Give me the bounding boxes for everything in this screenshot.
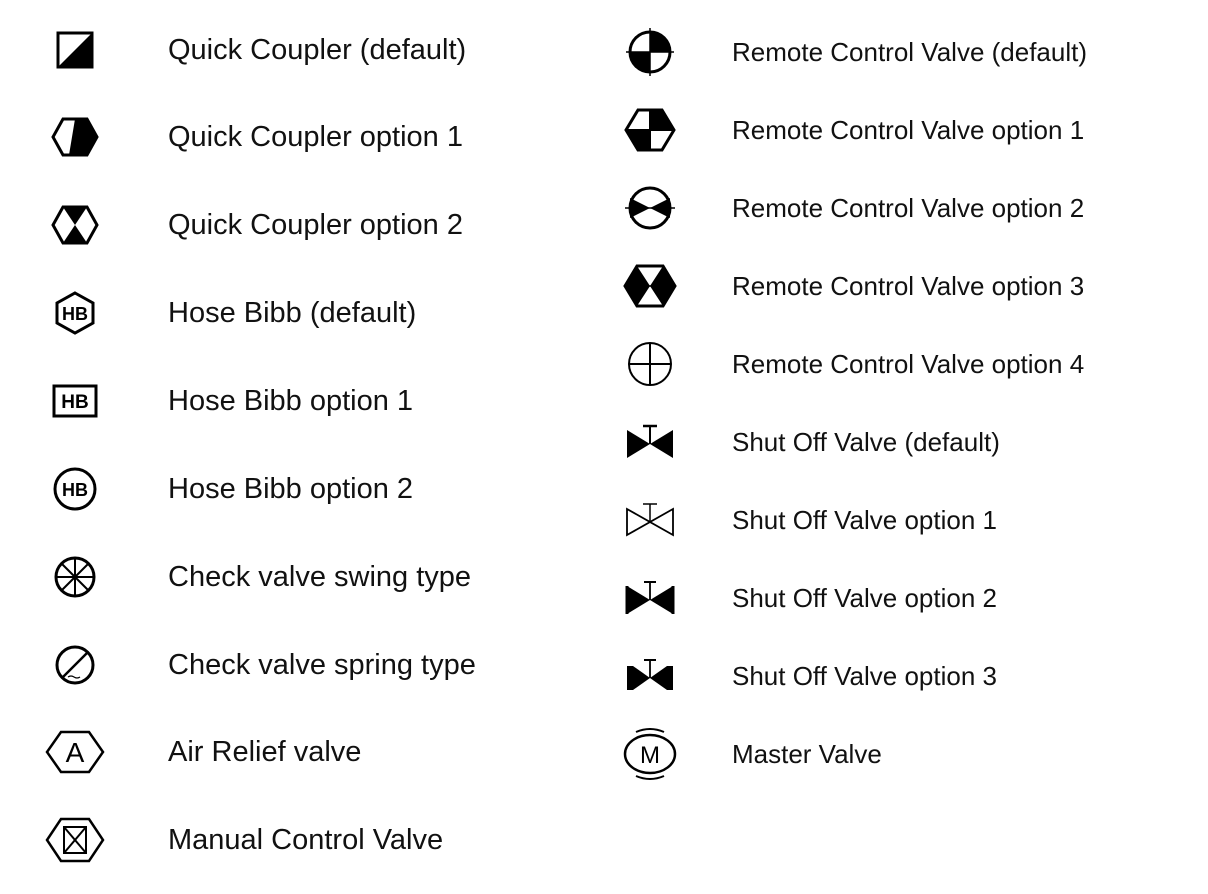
legend-label: Shut Off Valve option 2 [732, 583, 997, 613]
legend-label: Remote Control Valve (default) [732, 37, 1088, 67]
legend-label: Shut Off Valve (default) [732, 427, 1000, 457]
hose-bibb-default-icon: HB [45, 283, 105, 343]
legend-label: Check valve spring type [168, 649, 476, 681]
hose-bibb-text: HB [61, 392, 88, 413]
quick-coupler-option-1-icon [45, 107, 105, 167]
legend-row: Check valve swing type [0, 547, 600, 607]
legend-label: Remote Control Valve option 1 [732, 115, 1085, 145]
quick-coupler-default-icon [45, 20, 105, 80]
shut-off-valve-option-1-icon [620, 490, 680, 550]
legend-label: Hose Bibb (default) [168, 297, 417, 329]
legend-row: Remote Control Valve option 2 [600, 178, 1208, 238]
legend-label: Master Valve [732, 739, 882, 769]
legend-label: Remote Control Valve option 2 [732, 193, 1085, 223]
legend-row: A Air Relief valve [0, 722, 600, 782]
remote-control-valve-option-3-icon [620, 256, 680, 316]
legend-label: Check valve swing type [168, 561, 472, 593]
hose-bibb-text: HB [62, 480, 88, 500]
master-valve-icon: M [620, 724, 680, 784]
legend-row: M Master Valve [600, 724, 1208, 784]
legend-label: Remote Control Valve option 3 [732, 271, 1085, 301]
master-valve-text: M [640, 742, 660, 769]
legend-row: Remote Control Valve option 1 [600, 100, 1208, 160]
shut-off-valve-option-2-icon [620, 568, 680, 628]
legend-label: Shut Off Valve option 1 [732, 505, 997, 535]
hose-bibb-option-2-icon: HB [45, 459, 105, 519]
manual-control-valve-icon [45, 810, 105, 870]
legend-label: Remote Control Valve option 4 [732, 349, 1085, 379]
legend-row: Manual Control Valve [0, 810, 600, 870]
air-relief-valve-icon: A [45, 722, 105, 782]
legend-row: Quick Coupler (default) [0, 20, 600, 80]
legend-label: Hose Bibb option 2 [168, 473, 414, 505]
remote-control-valve-default-icon [620, 22, 680, 82]
legend-row: HB Hose Bibb option 1 [0, 371, 600, 431]
remote-control-valve-option-2-icon [620, 178, 680, 238]
legend-label: Manual Control Valve [168, 824, 444, 856]
check-valve-swing-icon [45, 547, 105, 607]
quick-coupler-option-2-icon [45, 195, 105, 255]
legend-row: Shut Off Valve option 1 [600, 490, 1208, 550]
legend-label: Quick Coupler option 1 [168, 121, 463, 153]
legend-row: Quick Coupler option 1 [0, 107, 600, 167]
legend-label: Quick Coupler (default) [168, 34, 467, 66]
shut-off-valve-default-icon [620, 412, 680, 472]
legend-row: Shut Off Valve option 2 [600, 568, 1208, 628]
check-valve-spring-icon [45, 635, 105, 695]
legend-row: Remote Control Valve (default) [600, 22, 1208, 82]
hose-bibb-option-1-icon: HB [45, 371, 105, 431]
remote-control-valve-option-4-icon [620, 334, 680, 394]
legend-label: Shut Off Valve option 3 [732, 661, 997, 691]
hose-bibb-text: HB [62, 304, 88, 324]
legend-row: Remote Control Valve option 3 [600, 256, 1208, 316]
legend-row: HB Hose Bibb option 2 [0, 459, 600, 519]
remote-control-valve-option-1-icon [620, 100, 680, 160]
legend-row: Check valve spring type [0, 635, 600, 695]
legend-label: Quick Coupler option 2 [168, 209, 463, 241]
legend-label: Air Relief valve [168, 736, 362, 768]
shut-off-valve-option-3-icon [620, 646, 680, 706]
air-relief-text: A [66, 737, 85, 768]
legend-row: Shut Off Valve (default) [600, 412, 1208, 472]
legend-row: Remote Control Valve option 4 [600, 334, 1208, 394]
legend-row: HB Hose Bibb (default) [0, 283, 600, 343]
legend-label: Hose Bibb option 1 [168, 385, 414, 417]
legend-row: Shut Off Valve option 3 [600, 646, 1208, 706]
legend-row: Quick Coupler option 2 [0, 195, 600, 255]
